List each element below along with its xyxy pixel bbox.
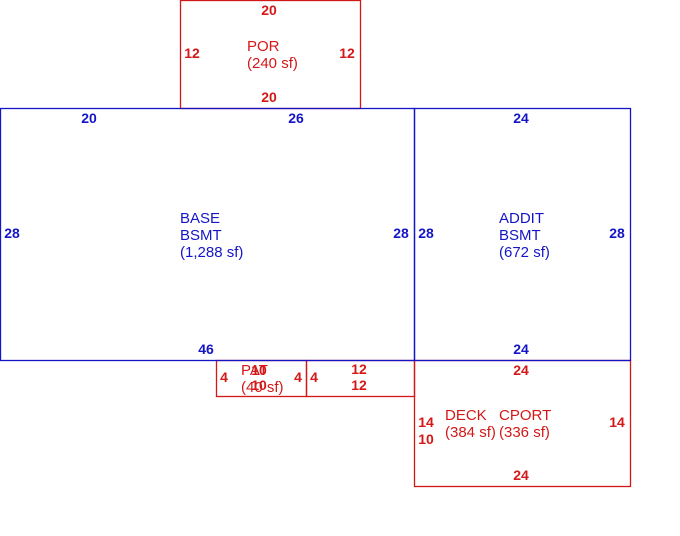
base-area: (1,288 sf) (180, 244, 243, 261)
addit-area: (672 sf) (499, 244, 550, 261)
deck-area: (384 sf) (445, 424, 496, 441)
por-dim-right: 12 (339, 45, 355, 61)
base-label-line1: BASE (180, 210, 220, 227)
addit-dim-right: 28 (609, 225, 625, 241)
pat-label: PAT (241, 362, 268, 379)
addit-label-line2: BSMT (499, 227, 541, 244)
addit-dim-left: 28 (418, 225, 434, 241)
walk-dim-left: 4 (310, 369, 318, 385)
addit-dim-bottom: 24 (513, 341, 529, 357)
cport-dim-bottom: 24 (513, 467, 529, 483)
addition-basement-outline (413, 107, 632, 362)
deck-label: DECK (445, 407, 487, 424)
pat-dim-right: 4 (294, 369, 302, 385)
deck-dim-left-outer: 14 (418, 414, 434, 430)
pat-dim-left: 4 (220, 369, 228, 385)
walk-dim-top: 12 (351, 361, 367, 377)
addit-label-line1: ADDIT (499, 210, 544, 227)
por-dim-bottom: 20 (261, 89, 277, 105)
base-dim-right: 28 (393, 225, 409, 241)
base-dim-top-left: 20 (81, 110, 97, 126)
cport-area: (336 sf) (499, 424, 550, 441)
pat-dim-bottom: 10 (251, 377, 267, 393)
cport-label: CPORT (499, 407, 551, 424)
walk-dim-bottom: 12 (351, 377, 367, 393)
por-dim-top: 20 (261, 2, 277, 18)
addit-dim-top: 24 (513, 110, 529, 126)
base-dim-bottom: 46 (198, 341, 214, 357)
cport-dim-right: 14 (609, 414, 625, 430)
pat-area: (40 sf) (241, 379, 284, 396)
base-label-line2: BSMT (180, 227, 222, 244)
deck-dim-left-inner: 10 (418, 431, 434, 447)
por-dim-left: 12 (184, 45, 200, 61)
cport-dim-top: 24 (513, 362, 529, 378)
pat-dim-top: 10 (251, 362, 267, 378)
base-dim-left: 28 (4, 225, 20, 241)
base-dim-top-right: 26 (288, 110, 304, 126)
por-area: (240 sf) (247, 55, 298, 72)
por-label: POR (247, 38, 280, 55)
